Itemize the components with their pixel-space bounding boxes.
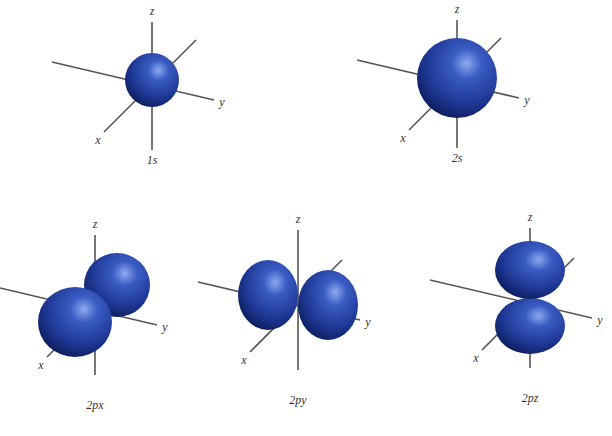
axis-label: x [95, 134, 100, 146]
axis-label: y [524, 94, 529, 106]
axis-label: x [241, 354, 246, 366]
axis-label: z [150, 5, 155, 17]
axis-label: x [473, 352, 478, 364]
axis-label: y [365, 316, 370, 328]
orbital-caption: 2px [86, 399, 103, 411]
axis-label: z [296, 213, 301, 225]
orbital-caption: 2pz [522, 392, 539, 404]
orbital-shapes [38, 38, 565, 357]
axis-label: y [219, 96, 224, 108]
axes [0, 20, 592, 375]
axis-label: y [162, 321, 167, 333]
orbital-caption: 2s [452, 152, 463, 164]
axis-label: y [597, 314, 602, 326]
orbital-caption: 1s [147, 154, 158, 166]
axis-label: z [528, 211, 533, 223]
axis-label: x [400, 132, 405, 144]
axis-label: z [455, 3, 460, 15]
axis-label: z [93, 218, 98, 230]
axis-label: x [38, 359, 43, 371]
orbital-caption: 2py [289, 394, 306, 406]
